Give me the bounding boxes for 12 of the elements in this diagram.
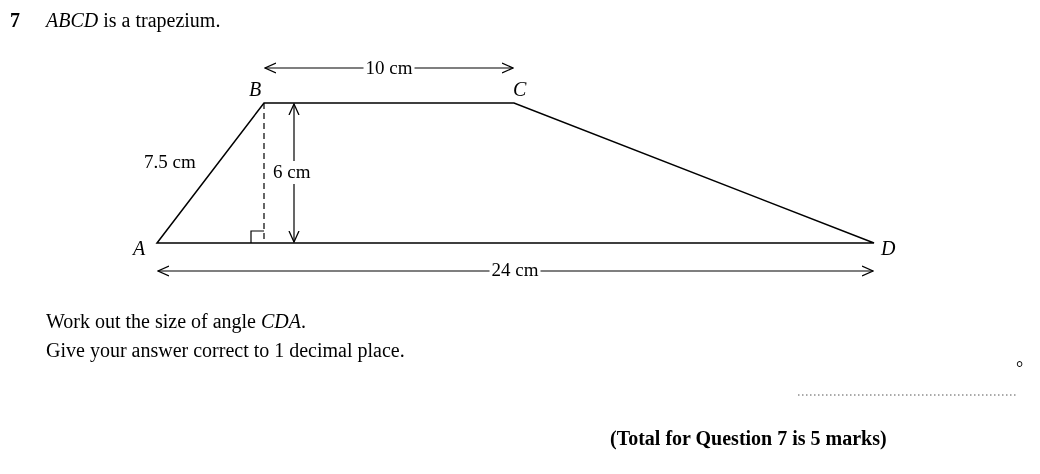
vertex-label: B <box>249 77 262 101</box>
vertex-label: D <box>881 236 896 260</box>
marks-note: (Total for Question 7 is 5 marks) <box>610 426 887 450</box>
vertex-label: C <box>513 77 527 101</box>
instruction-text: Work out the size of angle CDA. <box>46 309 306 333</box>
question-text: ABCD is a trapezium. <box>46 8 221 32</box>
instruction-text: Give your answer correct to 1 decimal place. <box>46 338 405 362</box>
dimension-label: 7.5 cm <box>144 151 196 174</box>
vertex-label: A <box>133 236 146 260</box>
question-number: 7 <box>10 8 20 32</box>
dimension-label: 6 cm <box>273 161 311 184</box>
degree-unit: ° <box>1016 358 1024 380</box>
